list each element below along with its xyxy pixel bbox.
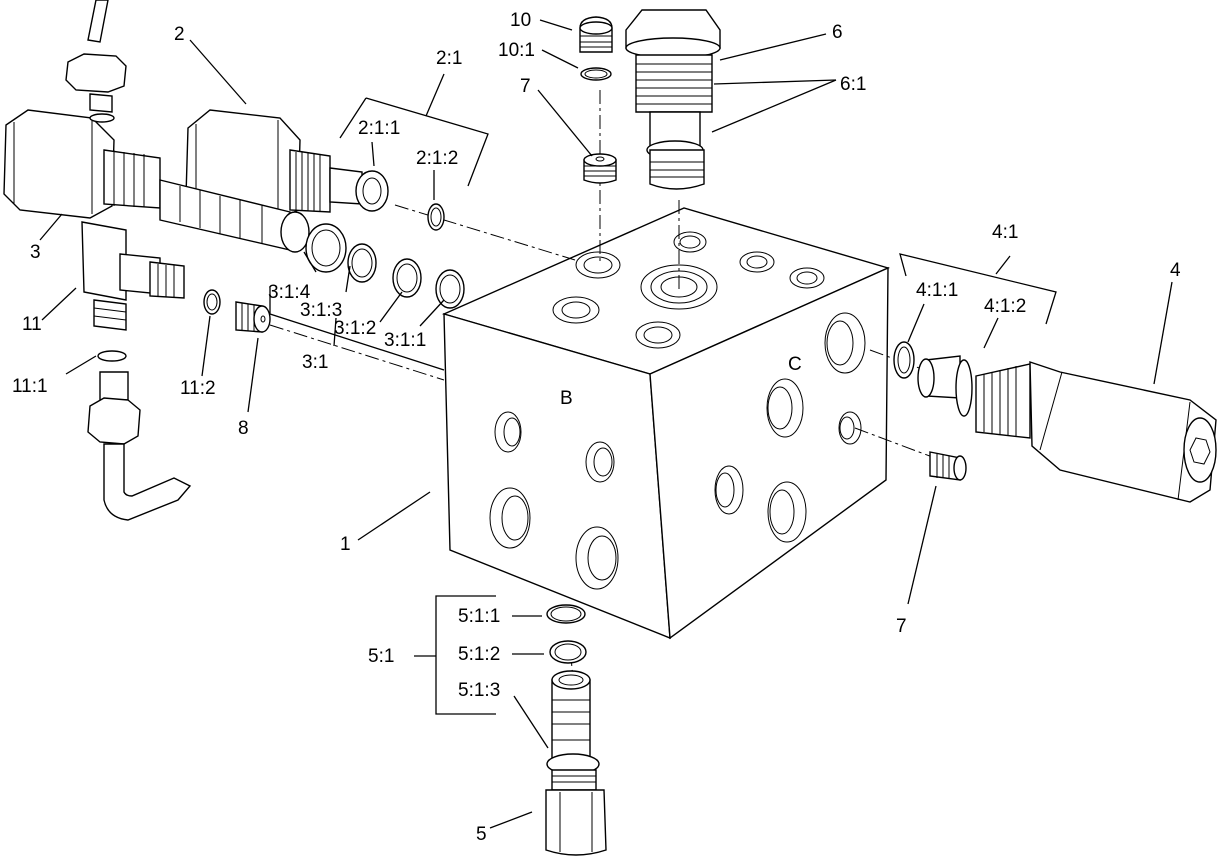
callout-5-1-3: 5:1:3 — [458, 680, 500, 701]
cartridge-valve-5 — [545, 604, 607, 856]
cartridge-valve-6 — [625, 9, 721, 190]
callout-10: 10 — [510, 10, 531, 31]
plug-7-right — [929, 451, 967, 481]
plug-10 — [579, 16, 613, 81]
manifold-block: B C — [441, 207, 891, 640]
callout-2-1-2: 2:1:2 — [416, 148, 458, 169]
face-label-c: C — [788, 354, 802, 375]
face-label-b: B — [560, 388, 573, 409]
callout-7-right: 7 — [896, 616, 907, 637]
callout-4-1-2: 4:1:2 — [984, 296, 1026, 317]
callout-5: 5 — [476, 824, 487, 845]
cartridge-valve-4 — [893, 341, 1217, 503]
callout-2-1: 2:1 — [436, 48, 462, 69]
plug-8 — [235, 301, 271, 333]
callout-8: 8 — [238, 418, 249, 439]
callout-6-1: 6:1 — [840, 74, 866, 95]
callout-3-1-2: 3:1:2 — [334, 318, 376, 339]
plug-7-top — [583, 153, 617, 184]
callout-2-1-1: 2:1:1 — [358, 118, 400, 139]
callout-5-1-1: 5:1:1 — [458, 606, 500, 627]
callout-2: 2 — [174, 24, 185, 45]
callout-3-1-3: 3:1:3 — [300, 300, 342, 321]
leader-lines — [39, 19, 1173, 829]
callout-11: 11 — [22, 314, 42, 335]
callout-3: 3 — [30, 242, 41, 263]
callout-5-1-2: 5:1:2 — [458, 644, 500, 665]
callout-11-1: 11:1 — [12, 376, 48, 397]
callout-1: 1 — [340, 534, 351, 555]
cartridge-valve-3 — [3, 109, 465, 309]
callout-labels: 1 2 2:1 2:1:1 2:1:2 3 3:1 3:1:1 3:1:2 3:… — [12, 10, 1181, 845]
callout-4: 4 — [1170, 260, 1181, 281]
callout-5-1: 5:1 — [368, 646, 394, 667]
callout-11-2: 11:2 — [180, 378, 216, 399]
callout-10-1: 10:1 — [498, 40, 535, 61]
callout-3-1: 3:1 — [302, 352, 328, 373]
callout-3-1-1: 3:1:1 — [384, 330, 426, 351]
tee-fitting-11 — [65, 0, 221, 521]
callout-7-top: 7 — [520, 76, 531, 97]
callout-6: 6 — [832, 22, 843, 43]
callout-4-1-1: 4:1:1 — [916, 280, 958, 301]
callout-3-1-4: 3:1:4 — [268, 282, 311, 303]
callout-4-1: 4:1 — [992, 222, 1018, 243]
